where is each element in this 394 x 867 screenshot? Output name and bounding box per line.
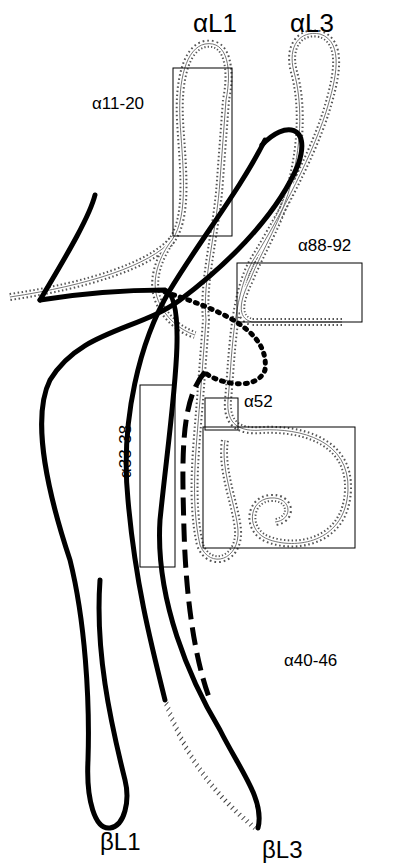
chain-label: αL3	[290, 10, 334, 36]
region-boxes	[140, 68, 362, 567]
chain-label: βL3	[262, 838, 303, 862]
region-label: α11-20	[92, 95, 144, 112]
alpha-chain-ticks	[228, 33, 348, 543]
chain-label: βL1	[100, 830, 141, 854]
region-label: α33-38	[118, 425, 135, 478]
alpha-chain-core	[228, 33, 348, 543]
alpha-chain-line	[228, 33, 348, 543]
residue-label: α52	[244, 393, 273, 410]
beta-dashed-segment	[183, 372, 210, 700]
region-label: α40-46	[284, 652, 337, 669]
region-label: α88-92	[298, 237, 351, 254]
beta-chains	[40, 130, 302, 828]
beta-dotted-segment	[165, 292, 265, 384]
beta-hatched-segment	[165, 700, 255, 828]
chain-label: αL1	[193, 10, 237, 36]
